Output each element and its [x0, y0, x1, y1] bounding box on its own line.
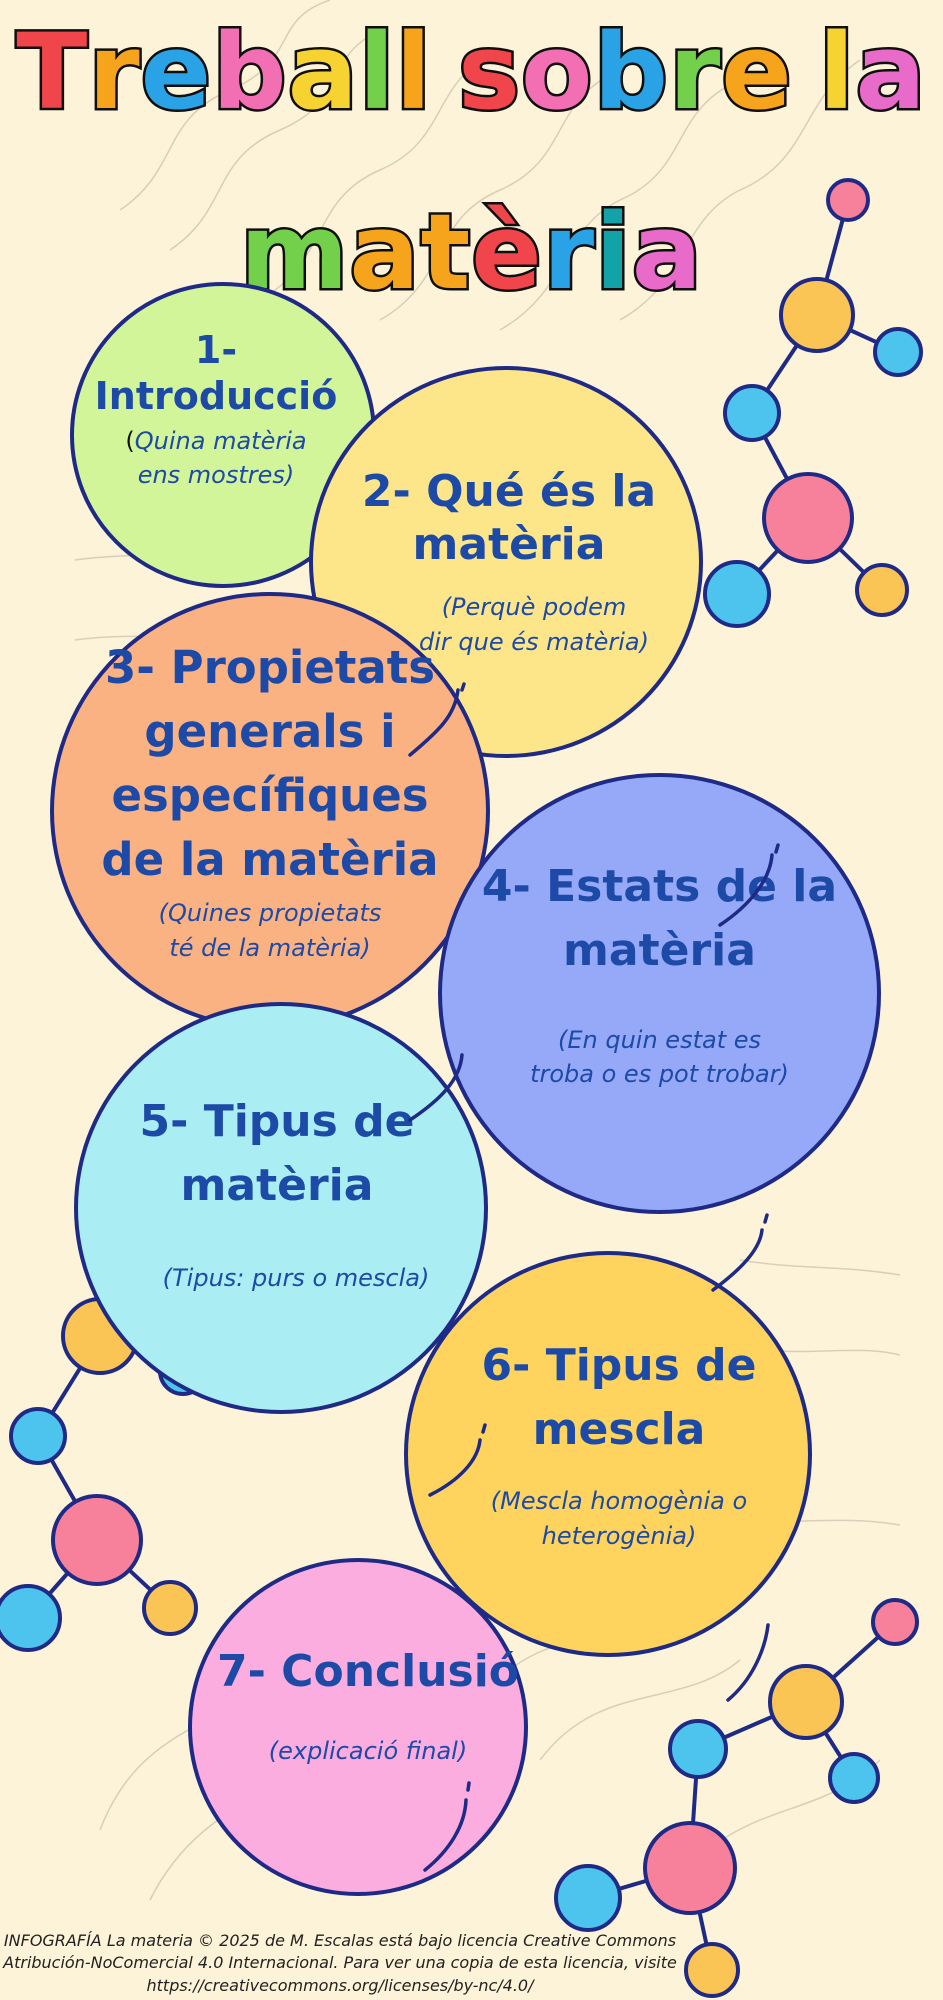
section-5-heading: 5- Tipus de matèria	[139, 1095, 415, 1211]
title-letter: è	[469, 191, 545, 313]
section-4-heading: 4- Estats de la matèria	[481, 860, 838, 976]
section-3-propietats: 3- Propietats generals i específiques de…	[50, 592, 490, 1030]
title-letter: r	[540, 191, 596, 313]
title-letter: b	[210, 11, 289, 133]
title-letter: r	[666, 11, 722, 133]
license-credit: INFOGRAFÍA La materia © 2025 de M. Escal…	[3, 1931, 677, 1995]
title-letter: T	[14, 11, 90, 133]
section-1-subtitle: (Quina matèria ens mostres)	[125, 426, 307, 490]
title-letter: i	[593, 191, 634, 313]
title-letter: l	[816, 11, 857, 133]
section-6-tipus-mescla: 6- Tipus de mescla (Mescla homogènia o h…	[404, 1251, 812, 1657]
title-letter: b	[591, 11, 670, 133]
section-3-heading: 3- Propietats generals i específiques de…	[101, 641, 439, 887]
section-5-subtitle: (Tipus: purs o mescla)	[162, 1264, 430, 1293]
title-letter: t	[418, 191, 473, 313]
molecule-icon-top-right	[703, 178, 923, 628]
title-letter: s	[456, 11, 523, 133]
section-3-subtitle: (Quines propietats té de la matèria)	[158, 898, 382, 962]
title-letter: e	[719, 11, 795, 133]
title-letter	[432, 20, 458, 124]
section-2-heading: 2- Qué és la matèria	[361, 465, 657, 571]
title-letter: a	[853, 11, 928, 133]
section-7-conclusio: 7- Conclusió (explicació final)	[188, 1558, 528, 1896]
page-title-line-1: Treball sobre la	[0, 11, 943, 133]
section-7-heading: 7- Conclusió	[216, 1645, 520, 1697]
title-letter: a	[347, 191, 422, 313]
page-title-line-2: matèria	[0, 191, 943, 313]
section-1-heading: 1- Introducció	[94, 327, 338, 419]
title-letter: l	[393, 11, 434, 133]
section-5-tipus-materia: 5- Tipus de matèria (Tipus: purs o mescl…	[74, 1002, 488, 1414]
section-2-subtitle: (Perquè podem dir que és matèria)	[418, 592, 649, 656]
molecule-icon-bottom-right	[554, 1598, 919, 1998]
section-6-heading: 6- Tipus de mescla	[481, 1340, 757, 1456]
title-letter: l	[356, 11, 397, 133]
title-letter: r	[86, 11, 142, 133]
section-7-subtitle: (explicació final)	[268, 1737, 468, 1766]
section-4-subtitle: (En quin estat es troba o es pot trobar)	[530, 1025, 789, 1089]
section-4-estats: 4- Estats de la matèria (En quin estat e…	[438, 773, 881, 1214]
title-letter: a	[285, 11, 360, 133]
title-letter: e	[138, 11, 214, 133]
title-letter	[793, 20, 819, 124]
title-letter: o	[519, 11, 595, 133]
title-letter: a	[629, 191, 704, 313]
section-6-subtitle: (Mescla homogènia o heterogènia)	[490, 1487, 748, 1550]
